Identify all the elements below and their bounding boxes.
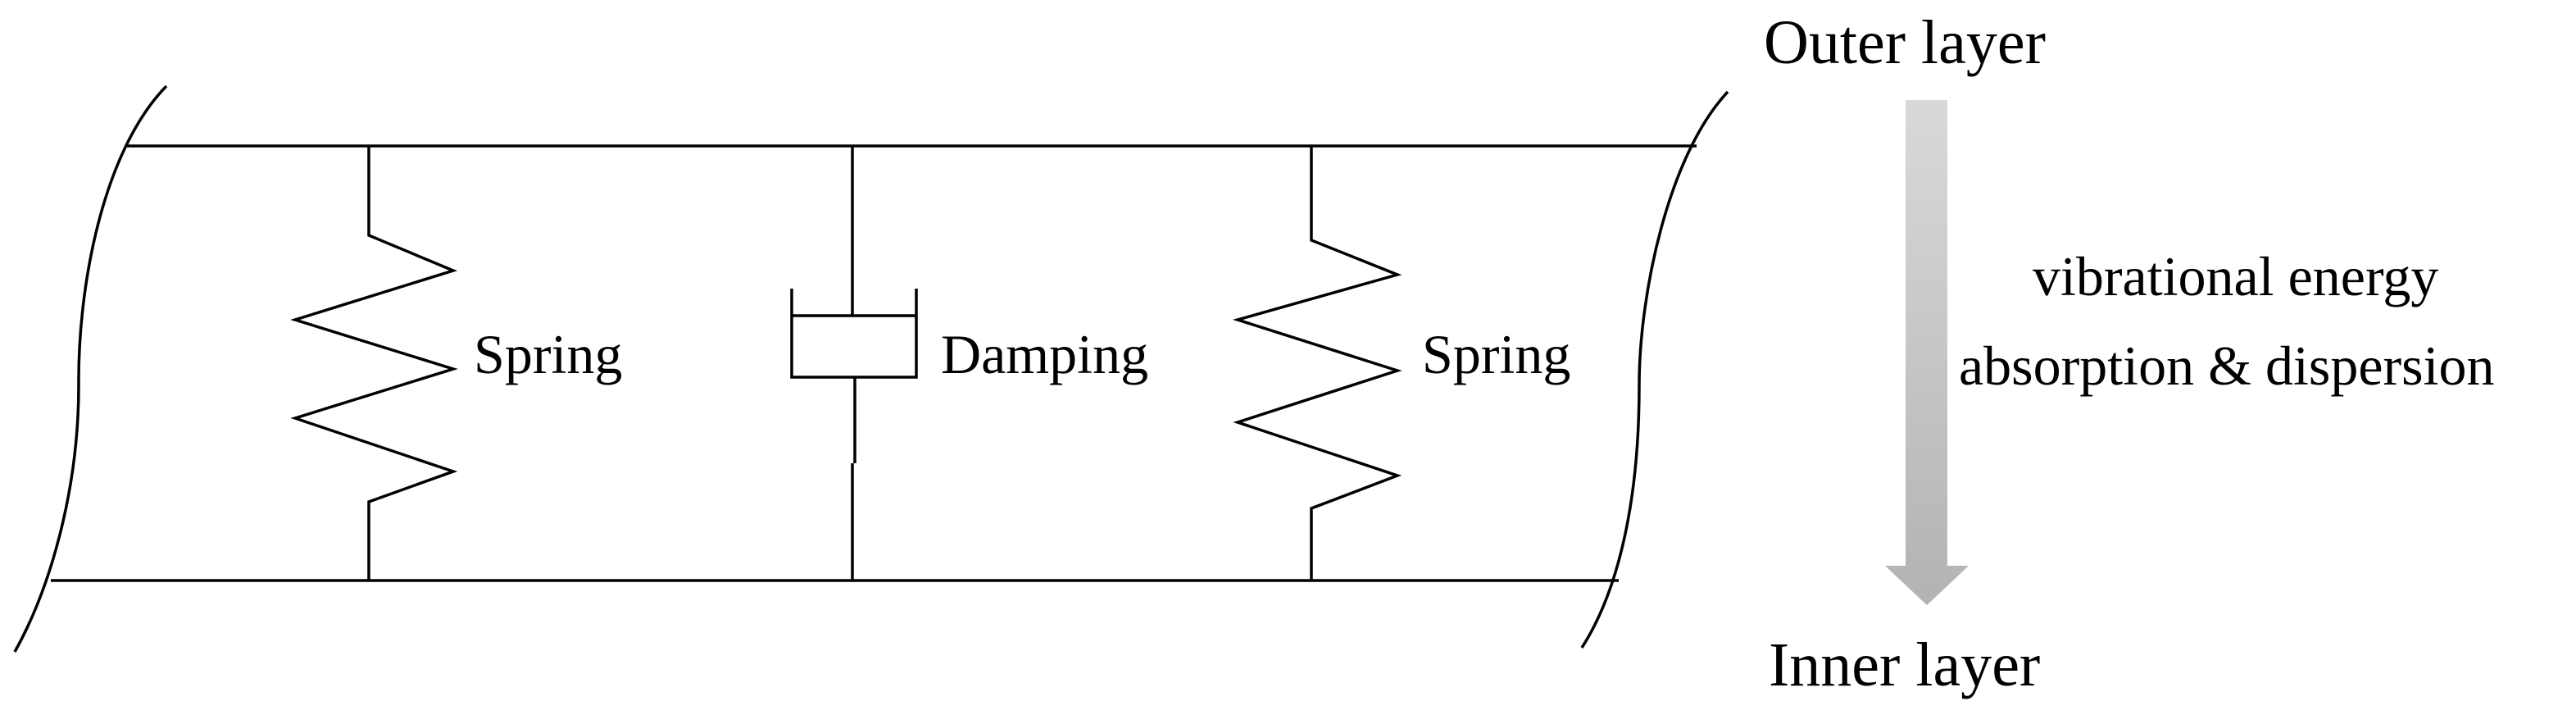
right-spring-label: Spring — [1422, 323, 1571, 385]
outer-layer-label: Outer layer — [1764, 8, 2046, 77]
damper — [790, 146, 918, 581]
left-boundary-curve — [13, 84, 168, 653]
right-spring — [1232, 146, 1402, 581]
inner-layer-label: Inner layer — [1769, 631, 2041, 699]
left-spring — [290, 146, 458, 581]
right-boundary-curve — [1580, 90, 1729, 649]
damping-label: Damping — [941, 323, 1149, 385]
energy-flow-arrow — [1885, 100, 1969, 605]
left-spring-label: Spring — [474, 323, 623, 385]
energy-label-line1: vibrational energy — [2033, 245, 2439, 307]
energy-label-line2: absorption & dispersion — [1959, 335, 2495, 397]
